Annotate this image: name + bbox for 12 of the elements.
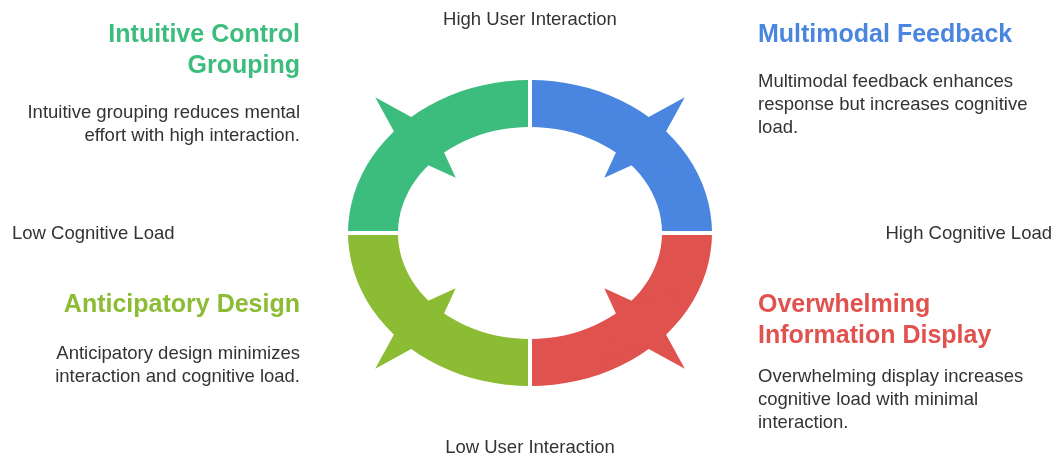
axis-label: Low User Interaction xyxy=(445,436,615,458)
quadrant-description: Anticipatory design minimizes interaction and cognitive load. xyxy=(54,341,300,387)
quadrant-heading: Multimodal Feedback xyxy=(758,18,1014,49)
quadrant-description: Multimodal feedback enhances response but increases cognitive load. xyxy=(758,69,1029,138)
quadrant-description: Overwhelming display increases cognitive load with minimal interaction. xyxy=(758,364,1025,433)
quadrant-heading: Overwhelming Information Display xyxy=(758,288,993,350)
axis-label: Low Cognitive Load xyxy=(12,222,175,244)
quadrant-description: Intuitive grouping reduces mental effort with high interaction. xyxy=(26,100,300,146)
quadrant-heading: Intuitive Control Grouping xyxy=(107,18,300,80)
axis-label: High User Interaction xyxy=(443,8,617,30)
quadrant-heading: Anticipatory Design xyxy=(62,288,300,319)
axis-label: High Cognitive Load xyxy=(885,222,1052,244)
